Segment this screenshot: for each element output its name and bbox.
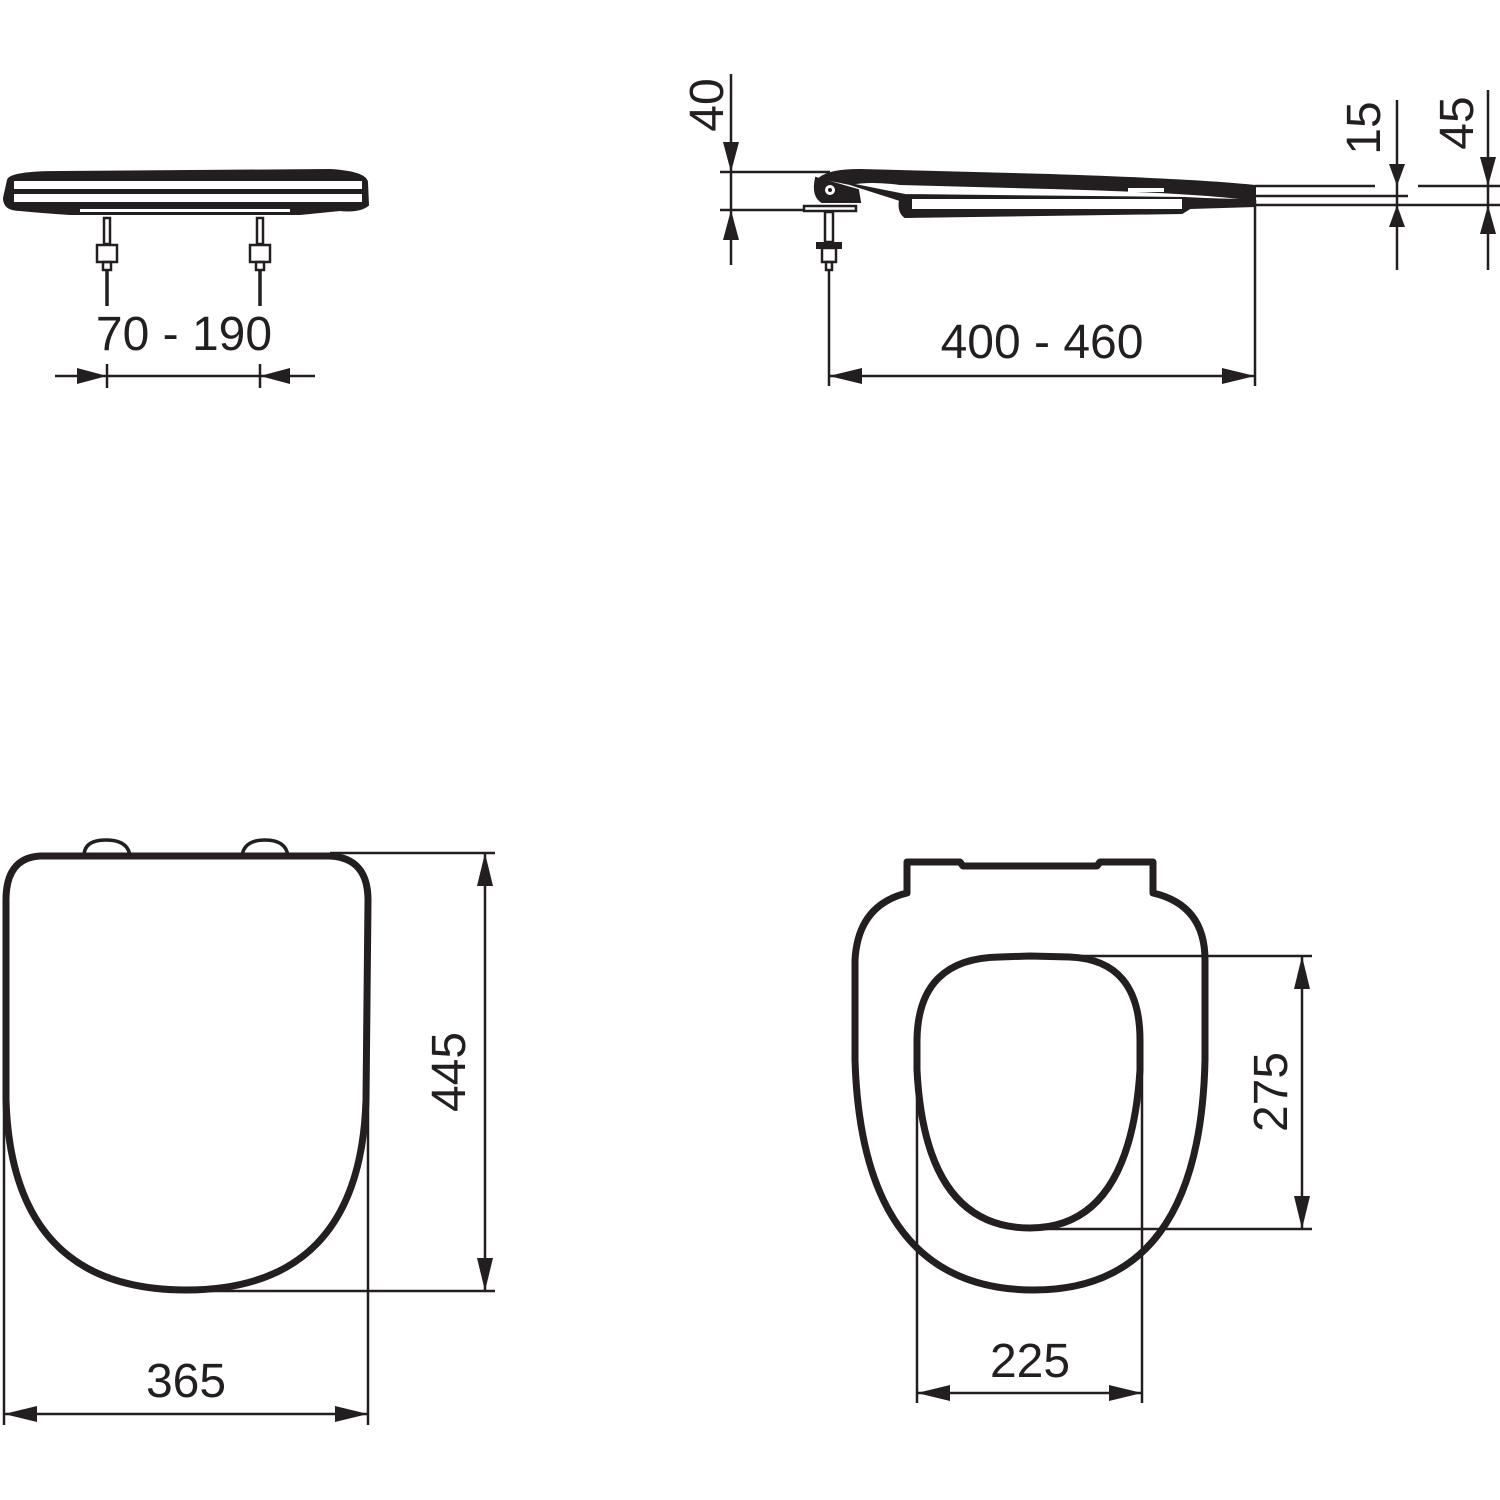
dimension-label: 365 xyxy=(146,1355,226,1408)
lid-outline xyxy=(2,852,372,1294)
seat-highlight xyxy=(14,181,362,189)
dimension-label: 275 xyxy=(1245,1052,1298,1132)
dimension-label: 40 xyxy=(681,78,734,131)
dimension-hinge-height: 40 xyxy=(681,74,739,265)
dimension-front-seat-height: 15 xyxy=(1338,100,1405,270)
hinge-plate xyxy=(802,204,858,213)
hinge-bolt-left xyxy=(95,216,119,306)
dimension-label: 445 xyxy=(423,1032,476,1112)
front-view: 70 - 190 xyxy=(2,168,370,388)
seat-top-view: 275 225 xyxy=(851,858,1312,1403)
hinge-bolt-right xyxy=(248,216,272,306)
dimension-opening-length: 275 xyxy=(1245,956,1310,1229)
dimension-label: 70 - 190 xyxy=(96,308,272,361)
dimension-hinge-spacing: 70 - 190 xyxy=(55,308,315,388)
dimension-hinge-to-front: 400 - 460 xyxy=(829,316,1255,384)
hinge-cap-left xyxy=(82,838,132,857)
dimension-label: 45 xyxy=(1431,96,1484,149)
seat-highlight xyxy=(14,194,362,202)
dimension-label: 400 - 460 xyxy=(941,316,1144,369)
seat-front-outline xyxy=(2,168,370,215)
seat-outer-outline xyxy=(851,858,1209,1294)
hinge-bolt xyxy=(816,210,842,386)
seat-opening-outline xyxy=(913,952,1144,1232)
dimension-front-total-height: 45 xyxy=(1431,90,1496,270)
side-view: 40 400 - 460 15 45 xyxy=(681,74,1500,386)
hinge-block xyxy=(813,176,862,203)
dimension-lid-width: 365 xyxy=(4,1355,368,1422)
hinge-cap-right xyxy=(240,838,290,857)
dimension-opening-width: 225 xyxy=(917,1335,1142,1401)
dimension-lid-length: 445 xyxy=(423,853,493,1291)
dimension-label: 15 xyxy=(1338,101,1391,154)
seat-base-plate xyxy=(80,209,290,212)
lid-top-view: 445 365 xyxy=(2,838,495,1425)
dimension-label: 225 xyxy=(990,1335,1070,1388)
